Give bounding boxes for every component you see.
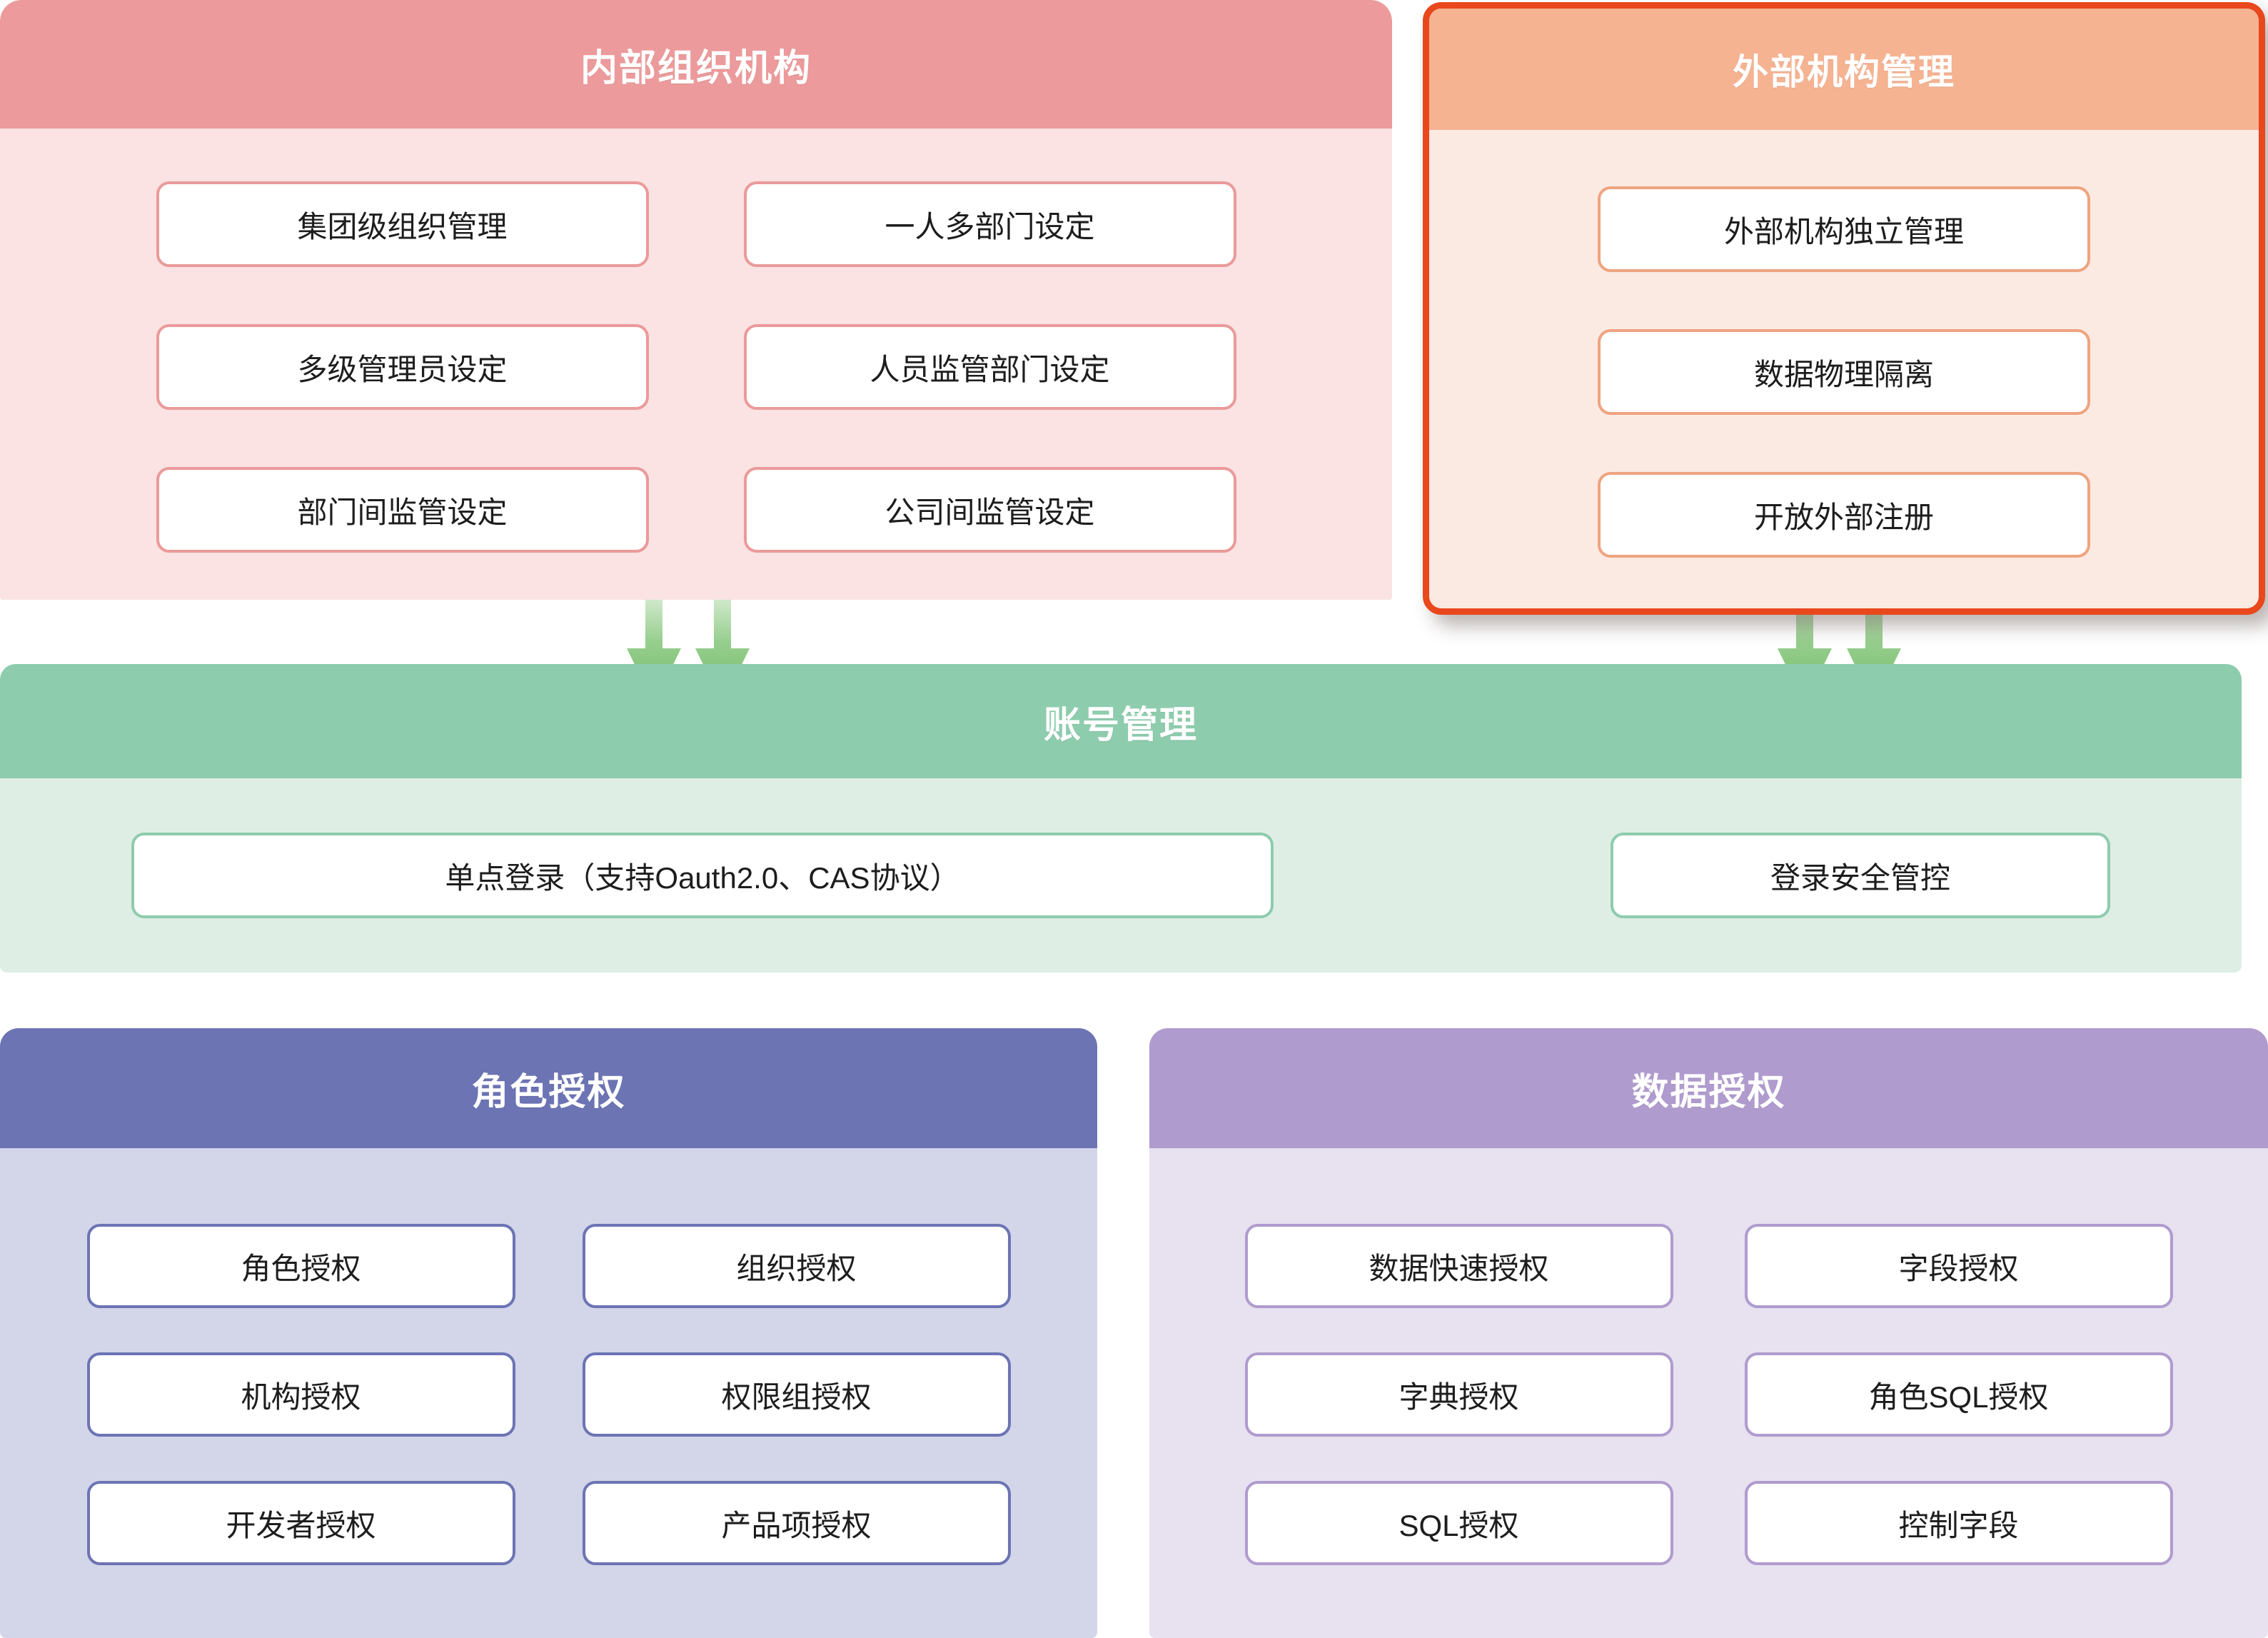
panel-role-body: 角色授权 组织授权 机构授权 权限组授权 开发者授权 产品项授权 [0,1148,1097,1638]
card-internal-1[interactable]: 一人多部门设定 [743,181,1236,267]
panel-role-title: 角色授权 [0,1028,1097,1148]
card-account-1[interactable]: 登录安全管控 [1611,833,2110,918]
panel-account-title: 账号管理 [0,664,2242,778]
panel-role-authorization: 角色授权 角色授权 组织授权 机构授权 权限组授权 开发者授权 产品项授权 [0,1028,1097,1638]
internal-card-grid: 集团级组织管理 一人多部门设定 多级管理员设定 人员监管部门设定 部门间监管设定… [0,176,1392,553]
card-external-1[interactable]: 数据物理隔离 [1598,329,2090,415]
card-account-0[interactable]: 单点登录（支持Oauth2.0、CAS协议） [131,833,1274,918]
card-role-0[interactable]: 角色授权 [86,1224,515,1308]
external-card-grid: 外部机构独立管理 数据物理隔离 开放外部注册 [1429,181,2259,558]
card-role-5[interactable]: 产品项授权 [582,1481,1011,1565]
card-internal-5[interactable]: 公司间监管设定 [743,467,1236,553]
card-role-4[interactable]: 开发者授权 [86,1481,515,1565]
panel-data-title: 数据授权 [1149,1028,2268,1148]
card-data-3[interactable]: 角色SQL授权 [1744,1352,2173,1437]
card-role-2[interactable]: 机构授权 [86,1352,515,1437]
panel-account-management: 账号管理 单点登录（支持Oauth2.0、CAS协议） 登录安全管控 [0,664,2242,973]
role-card-grid: 角色授权 组织授权 机构授权 权限组授权 开发者授权 产品项授权 [0,1221,1097,1565]
panel-external-organization: 外部机构管理 外部机构独立管理 数据物理隔离 开放外部注册 [1423,2,2265,615]
panel-internal-title: 内部组织机构 [0,0,1392,129]
panel-account-body: 单点登录（支持Oauth2.0、CAS协议） 登录安全管控 [0,778,2242,973]
data-card-grid: 数据快速授权 字段授权 字典授权 角色SQL授权 SQL授权 控制字段 [1149,1221,2268,1565]
card-external-2[interactable]: 开放外部注册 [1598,472,2090,558]
card-internal-2[interactable]: 多级管理员设定 [156,324,649,410]
card-role-1[interactable]: 组织授权 [582,1224,1011,1308]
panel-external-title: 外部机构管理 [1429,9,2259,130]
panel-external-body: 外部机构独立管理 数据物理隔离 开放外部注册 [1429,130,2259,608]
panel-data-body: 数据快速授权 字段授权 字典授权 角色SQL授权 SQL授权 控制字段 [1149,1148,2268,1638]
card-data-4[interactable]: SQL授权 [1244,1481,1673,1565]
panel-internal-organization: 内部组织机构 集团级组织管理 一人多部门设定 多级管理员设定 人员监管部门设定 … [0,0,1392,600]
card-internal-0[interactable]: 集团级组织管理 [156,181,649,267]
card-internal-3[interactable]: 人员监管部门设定 [743,324,1236,410]
panel-data-authorization: 数据授权 数据快速授权 字段授权 字典授权 角色SQL授权 SQL授权 控制字段 [1149,1028,2268,1638]
card-data-5[interactable]: 控制字段 [1744,1481,2173,1565]
card-internal-4[interactable]: 部门间监管设定 [156,467,649,553]
card-external-0[interactable]: 外部机构独立管理 [1598,186,2090,272]
card-role-3[interactable]: 权限组授权 [582,1352,1011,1437]
card-data-2[interactable]: 字典授权 [1244,1352,1673,1437]
card-data-0[interactable]: 数据快速授权 [1244,1224,1673,1308]
card-data-1[interactable]: 字段授权 [1744,1224,2173,1308]
panel-internal-body: 集团级组织管理 一人多部门设定 多级管理员设定 人员监管部门设定 部门间监管设定… [0,129,1392,600]
